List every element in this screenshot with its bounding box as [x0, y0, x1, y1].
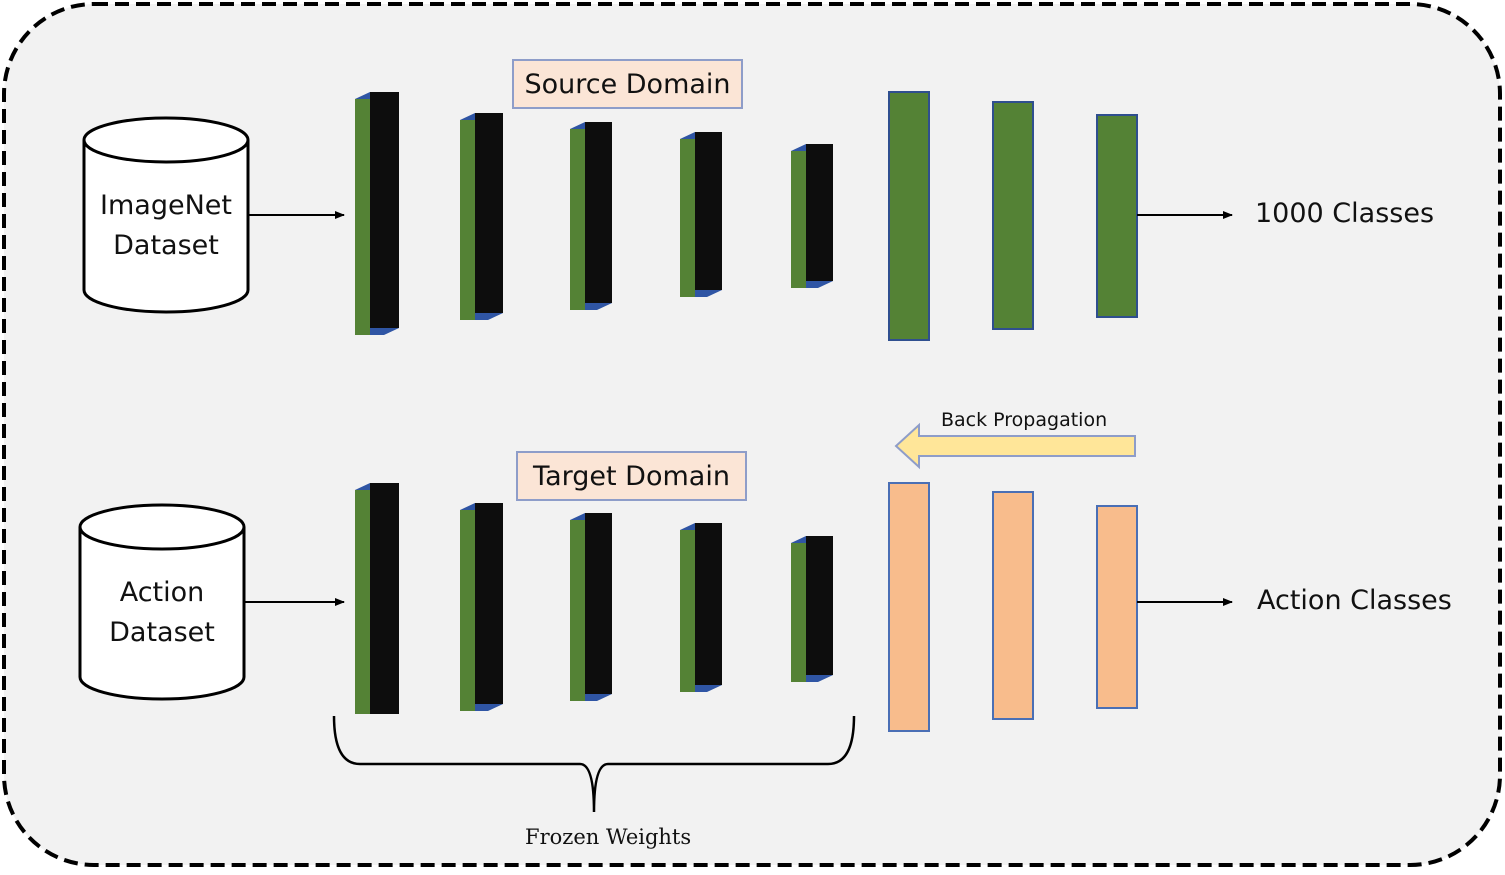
fc-layer-3: [1096, 505, 1138, 709]
conv-layer-5: [791, 144, 833, 288]
conv-layer-3: [570, 513, 612, 701]
action-line-2: Dataset: [109, 617, 215, 648]
conv-layer-1: [355, 483, 399, 714]
conv-layer-1: [355, 92, 399, 335]
fc-layers-target: [888, 482, 1138, 732]
fc-layer-3: [1096, 114, 1138, 318]
imagenet-line-1: ImageNet: [100, 190, 232, 221]
source-domain-label: Source Domain: [512, 59, 743, 109]
conv-layer-2: [460, 503, 503, 711]
fc-layers-source: [888, 91, 1138, 341]
action-line-1: Action: [119, 577, 205, 608]
backprop-arrow: [894, 422, 1136, 470]
conv-layers-target: [355, 483, 833, 714]
action-dataset-label: Action Dataset: [80, 573, 244, 653]
conv-layer-5: [791, 536, 833, 682]
frozen-weights-label: Frozen Weights: [525, 825, 692, 849]
conv-layer-2: [460, 113, 503, 320]
target-domain-label: Target Domain: [516, 451, 747, 501]
fc-layer-1: [888, 91, 930, 341]
imagenet-cylinder: [82, 116, 250, 314]
conv-layer-4: [680, 523, 722, 692]
target-output-label: Action Classes: [1257, 585, 1452, 616]
imagenet-dataset-label: ImageNet Dataset: [84, 186, 248, 266]
source-output-label: 1000 Classes: [1255, 198, 1435, 229]
action-cylinder: [78, 503, 246, 701]
frozen-brace: [332, 715, 856, 813]
imagenet-line-2: Dataset: [113, 230, 219, 261]
backprop-label: Back Propagation: [941, 409, 1108, 431]
fc-layer-2: [992, 491, 1034, 720]
fc-layer-1: [888, 482, 930, 732]
conv-layer-3: [570, 122, 612, 310]
conv-layers-source: [355, 92, 833, 335]
fc-layer-2: [992, 101, 1034, 330]
conv-layer-4: [680, 132, 722, 297]
